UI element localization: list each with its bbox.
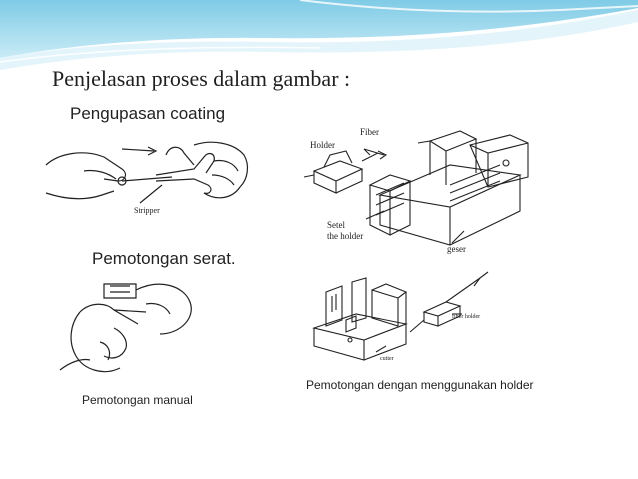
section-cutting-heading: Pemotongan serat.	[92, 249, 236, 268]
stripper-illustration: Stripper	[45, 141, 249, 215]
label-the-holder: the holder	[327, 231, 363, 241]
label-cutter: cutter	[380, 356, 394, 362]
caption-holder-cutting: Pemotongan dengan menggunakan holder	[306, 378, 534, 392]
label-geser: geser	[447, 244, 466, 254]
label-stripper: Stripper	[134, 206, 160, 215]
label-holder: Holder	[310, 140, 335, 150]
slide-title: Penjelasan proses dalam gambar :	[52, 66, 351, 91]
label-fiber-holder: fiber holder	[452, 313, 480, 320]
header-banner	[0, 0, 638, 70]
caption-manual-cutting: Pemotongan manual	[82, 393, 193, 407]
holder-splicer-illustration: Fiber Holder Setel the holder geser	[303, 127, 529, 254]
holder-cutter-illustration: fiber holder cutter	[312, 271, 489, 362]
label-setel: Setel	[327, 220, 345, 230]
label-fiber: Fiber	[360, 127, 379, 137]
section-coating-heading: Pengupasan coating	[70, 104, 226, 123]
manual-cutting-illustration	[59, 283, 192, 373]
